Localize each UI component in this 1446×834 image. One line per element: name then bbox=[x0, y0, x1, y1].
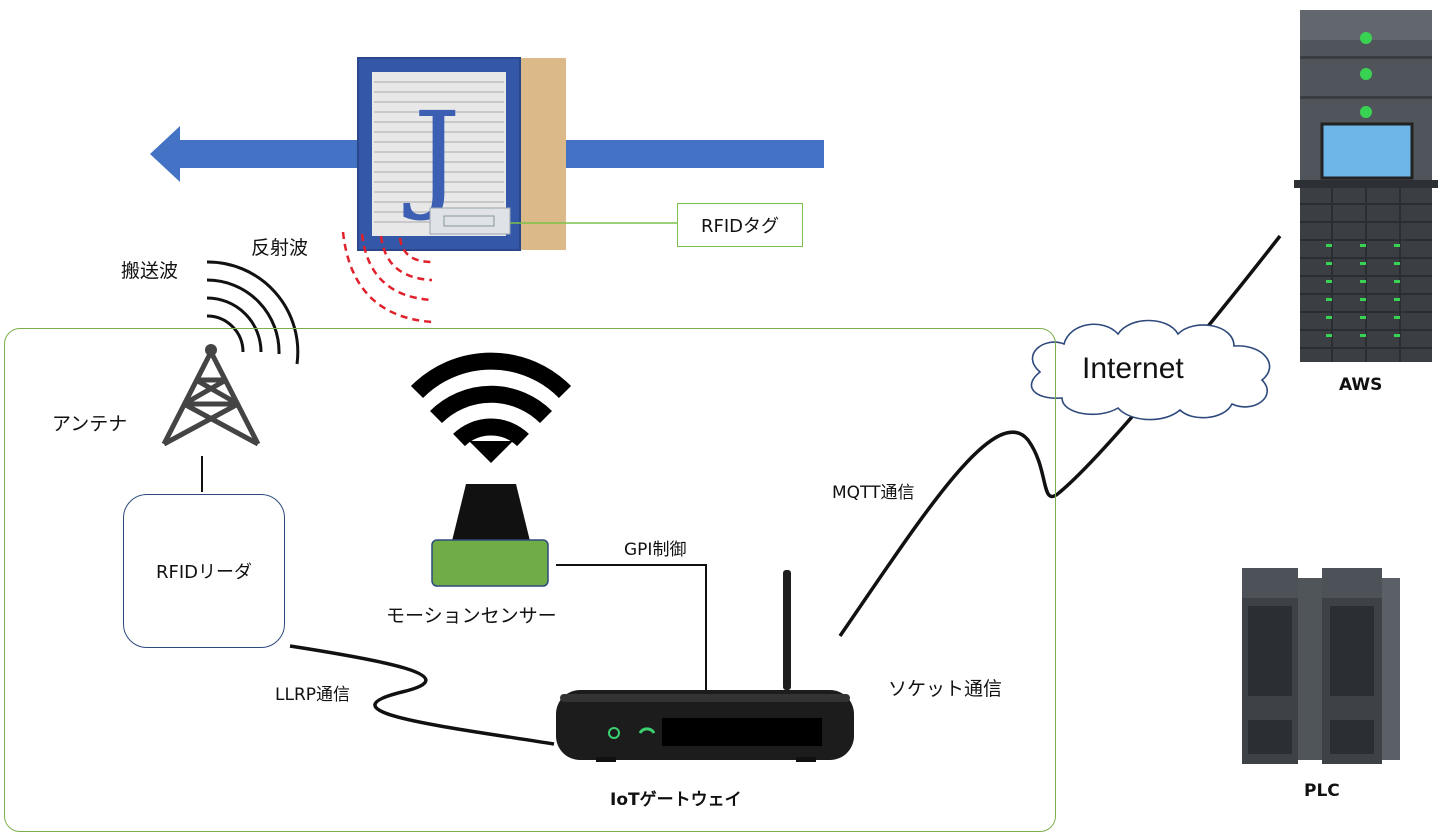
iot-gateway-label: IoTゲートウェイ bbox=[610, 790, 742, 810]
aws-label: AWS bbox=[1339, 375, 1383, 395]
gpi-control-label: GPI制御 bbox=[624, 540, 687, 560]
block-letter: J bbox=[403, 86, 460, 224]
reflected-wave-arcs bbox=[341, 231, 433, 324]
rfid-reader-label: RFIDリーダ bbox=[155, 562, 253, 583]
plc-label: PLC bbox=[1304, 781, 1340, 801]
antenna-tower-icon bbox=[161, 350, 261, 447]
llrp-label: LLRP通信 bbox=[275, 685, 351, 705]
iot-gateway-icon bbox=[556, 570, 854, 762]
rfid-tag-label: RFIDタグ bbox=[700, 216, 780, 237]
rfid-tag-callout: RFIDタグ bbox=[677, 203, 803, 247]
aws-server-icon bbox=[1294, 10, 1438, 362]
gpi-line bbox=[556, 564, 707, 690]
tagged-block-icon: J bbox=[357, 57, 566, 251]
wifi-base bbox=[469, 441, 513, 463]
carrier-wave-label: 搬送波 bbox=[121, 260, 179, 282]
reflected-wave-label: 反射波 bbox=[251, 237, 309, 259]
llrp-cable bbox=[289, 644, 555, 746]
internet-label: Internet bbox=[1082, 352, 1184, 385]
socket-label: ソケット通信 bbox=[888, 678, 1003, 700]
wifi-icon bbox=[410, 352, 572, 447]
internet-cloud-icon bbox=[1030, 319, 1271, 421]
motion-sensor-icon bbox=[431, 484, 549, 587]
carrier-wave-arcs bbox=[206, 260, 300, 365]
rfid-reader-box: RFIDリーダ bbox=[123, 494, 285, 648]
mqtt-label: MQTT通信 bbox=[832, 483, 915, 503]
local-system-zone bbox=[4, 328, 1056, 832]
motion-sensor-label: モーションセンサー bbox=[386, 605, 557, 627]
plc-server-icon bbox=[1242, 568, 1400, 764]
antenna-tip bbox=[205, 344, 217, 356]
antenna-label: アンテナ bbox=[52, 413, 128, 435]
